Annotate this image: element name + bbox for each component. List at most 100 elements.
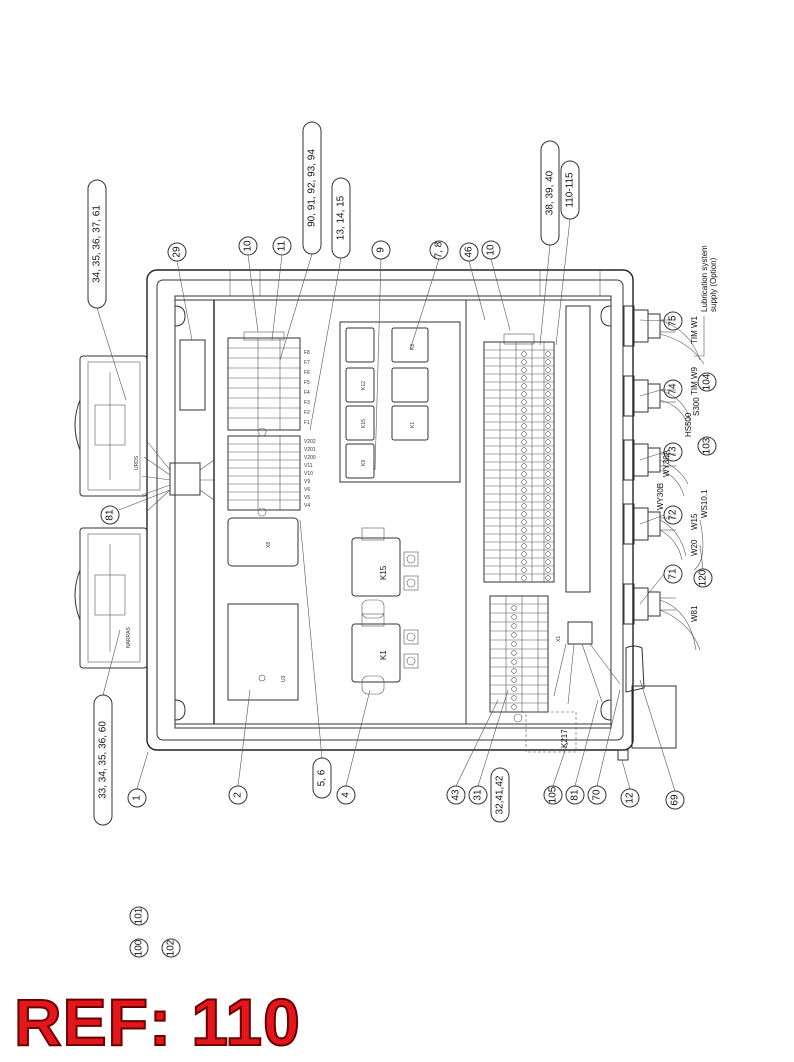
svg-text:F6: F6 xyxy=(304,370,310,376)
balloon-right-3: 72 xyxy=(639,505,683,525)
svg-text:10: 10 xyxy=(243,240,254,252)
balloon-top-4: 90, 91, 92, 93, 94 xyxy=(279,121,322,361)
svg-text:38, 39, 40: 38, 39, 40 xyxy=(545,170,556,215)
label-k1: K1 xyxy=(379,650,388,660)
balloon-bottom-11: 69 xyxy=(639,679,685,810)
svg-text:110-115: 110-115 xyxy=(565,172,576,208)
component-x8 xyxy=(227,517,299,567)
ground-screw xyxy=(617,749,629,761)
breaker-row-top xyxy=(227,331,301,437)
svg-text:10: 10 xyxy=(486,244,497,256)
svg-text:11: 11 xyxy=(277,240,288,251)
svg-text:F5: F5 xyxy=(304,380,310,386)
balloon-top-2: 10 xyxy=(238,236,259,333)
gland-75 xyxy=(623,305,676,347)
balloon-bottom-4: 43 xyxy=(446,699,499,805)
svg-text:104: 104 xyxy=(702,373,713,390)
svg-text:V5: V5 xyxy=(304,495,310,501)
label-x1: X1 xyxy=(556,636,562,642)
svg-text:F4: F4 xyxy=(304,390,310,396)
svg-text:31: 31 xyxy=(473,789,484,801)
x1-wiring xyxy=(553,643,621,705)
cable-tails xyxy=(659,319,705,651)
balloon-right-5: 120 xyxy=(693,544,713,588)
balloon-81-left: 81 xyxy=(100,489,171,525)
label-k12: K12 xyxy=(361,381,367,390)
svg-text:81: 81 xyxy=(570,789,581,801)
svg-text:HS500: HS500 xyxy=(684,412,693,437)
svg-text:81: 81 xyxy=(105,509,116,521)
svg-text:70: 70 xyxy=(592,789,603,801)
balloon-top-6: 9 xyxy=(371,240,391,471)
svg-text:13, 14, 15: 13, 14, 15 xyxy=(336,195,347,240)
svg-text:72: 72 xyxy=(668,509,679,521)
breaker-row-mid xyxy=(227,435,301,517)
svg-text:69: 69 xyxy=(670,794,681,806)
svg-text:103: 103 xyxy=(702,437,713,454)
label-x8: X8 xyxy=(266,542,272,548)
svg-text:5, 6: 5, 6 xyxy=(317,769,328,786)
svg-text:90, 91, 92, 93, 94: 90, 91, 92, 93, 94 xyxy=(307,149,318,227)
door-latch-lower xyxy=(74,527,148,669)
balloon-top-9: 10 xyxy=(481,240,511,331)
label-k15: K15 xyxy=(379,565,388,580)
svg-text:100: 100 xyxy=(134,939,145,956)
svg-text:71: 71 xyxy=(668,568,679,580)
balloon-103: 103 xyxy=(697,436,717,456)
label-k1-small: K1 xyxy=(410,422,416,428)
label-k15-small: K15 xyxy=(361,419,367,428)
svg-text:33, 34, 35, 36, 60: 33, 34, 35, 36, 60 xyxy=(98,721,109,799)
svg-text:V4: V4 xyxy=(304,503,310,509)
relays xyxy=(345,327,429,479)
label-k9: K9 xyxy=(361,460,367,466)
balloon-top-11: 110-115 xyxy=(555,160,580,346)
svg-text:120: 120 xyxy=(698,569,709,586)
balloon-right-0: 75 xyxy=(639,311,683,331)
svg-text:supply (Option): supply (Option) xyxy=(709,257,718,312)
terminal-strip-lower xyxy=(489,595,549,723)
balloon-top-1: 29 xyxy=(167,242,193,341)
svg-text:V6: V6 xyxy=(304,487,310,493)
svg-text:73: 73 xyxy=(668,446,679,458)
svg-text:WY30B: WY30B xyxy=(656,483,665,510)
balloon-top-10: 38, 39, 40 xyxy=(539,140,560,346)
svg-text:7, 8: 7, 8 xyxy=(434,241,445,258)
svg-text:W81: W81 xyxy=(690,605,699,622)
svg-text:75: 75 xyxy=(668,315,679,327)
svg-text:TIM W1: TIM W1 xyxy=(690,315,699,344)
balloon-top-0: 34, 35, 36, 37, 61 xyxy=(87,179,127,401)
terminal-rows xyxy=(484,349,554,581)
svg-text:32,41,42: 32,41,42 xyxy=(495,775,506,814)
contactor-k1 xyxy=(351,613,419,695)
balloon-bottom-left-0: 100 xyxy=(129,938,149,958)
gland-69 xyxy=(625,645,645,693)
svg-text:W15: W15 xyxy=(690,513,699,530)
component-u3 xyxy=(227,603,299,701)
balloon-bottom-2: 5, 6 xyxy=(299,519,332,799)
cable-labels: TIM W1 TIM W9 S300 HS500 WY30A WY30B WS1… xyxy=(656,315,709,622)
balloon-bottom-left-1: 101 xyxy=(129,906,149,926)
label-k217: K217 xyxy=(560,729,569,748)
balloon-bottom-0: 1 xyxy=(127,751,149,808)
svg-text:V202: V202 xyxy=(304,439,316,445)
svg-text:V11: V11 xyxy=(304,463,313,469)
svg-text:9: 9 xyxy=(376,247,387,253)
svg-text:102: 102 xyxy=(166,939,177,956)
gland-72 xyxy=(623,503,676,545)
svg-text:V9: V9 xyxy=(304,479,310,485)
label-urds: URDS xyxy=(134,455,140,470)
svg-text:F7: F7 xyxy=(304,360,310,366)
door-latch-upper xyxy=(74,355,148,497)
svg-text:V200: V200 xyxy=(304,455,316,461)
balloon-104: 104 xyxy=(697,372,717,392)
balloon-top-5: 13, 14, 15 xyxy=(309,177,351,431)
balloon-bottom-6: 32,41,42 xyxy=(490,767,510,823)
svg-text:Lubrication system: Lubrication system xyxy=(700,245,709,312)
k217-dashed-zone xyxy=(525,711,577,753)
reference-title: REF: 110 xyxy=(13,984,301,1060)
svg-text:TIM W9: TIM W9 xyxy=(690,366,699,395)
external-box xyxy=(631,685,677,749)
balloon-bottom-7: 105 xyxy=(543,741,569,805)
label-k8: K8 xyxy=(410,344,416,350)
